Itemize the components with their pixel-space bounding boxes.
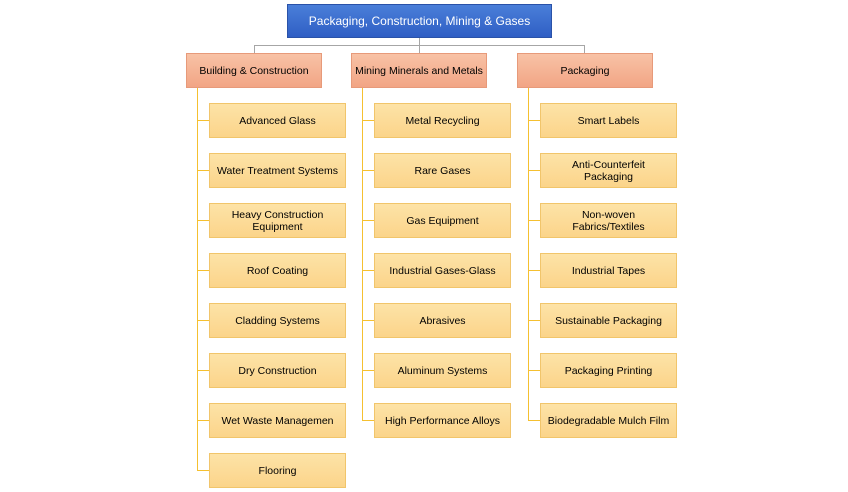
subcategory-node: Wet Waste Managemen	[209, 403, 346, 438]
subcategory-node: Industrial Tapes	[540, 253, 677, 288]
connector-horizontal	[362, 120, 374, 121]
subcategory-node: Biodegradable Mulch Film	[540, 403, 677, 438]
connector-root-mid	[419, 45, 420, 53]
subcategory-node: Dry Construction	[209, 353, 346, 388]
subcategory-node: Smart Labels	[540, 103, 677, 138]
connector-horizontal	[362, 220, 374, 221]
connector-horizontal	[197, 470, 209, 471]
subcategory-node: Industrial Gases-Glass	[374, 253, 511, 288]
connector-vertical	[197, 88, 198, 470]
subcategory-node: Aluminum Systems	[374, 353, 511, 388]
connector-horizontal	[528, 220, 540, 221]
connector-vertical	[528, 88, 529, 420]
connector-horizontal	[528, 420, 540, 421]
subcategory-node: Abrasives	[374, 303, 511, 338]
connector-horizontal	[362, 270, 374, 271]
subcategory-node: Sustainable Packaging	[540, 303, 677, 338]
subcategory-node: Anti-Counterfeit Packaging	[540, 153, 677, 188]
connector-horizontal	[528, 170, 540, 171]
subcategory-node: Rare Gases	[374, 153, 511, 188]
connector-horizontal	[528, 370, 540, 371]
connector-vertical	[362, 88, 363, 420]
subcategory-node: Non-woven Fabrics/Textiles	[540, 203, 677, 238]
connector-root-stem	[419, 38, 420, 46]
connector-horizontal	[197, 170, 209, 171]
connector-horizontal	[197, 370, 209, 371]
connector-horizontal	[528, 270, 540, 271]
subcategory-node: Water Treatment Systems	[209, 153, 346, 188]
connector-horizontal	[197, 320, 209, 321]
subcategory-node: Gas Equipment	[374, 203, 511, 238]
subcategory-node: Roof Coating	[209, 253, 346, 288]
connector-horizontal	[197, 270, 209, 271]
connector-horizontal	[197, 420, 209, 421]
connector-horizontal	[362, 320, 374, 321]
subcategory-node: Metal Recycling	[374, 103, 511, 138]
connector-horizontal	[528, 320, 540, 321]
connector-horizontal	[362, 170, 374, 171]
connector-horizontal	[362, 420, 374, 421]
subcategory-node: Advanced Glass	[209, 103, 346, 138]
connector-root-right	[584, 45, 585, 53]
category-node: Mining Minerals and Metals	[351, 53, 487, 88]
connector-root-left	[254, 45, 255, 53]
connector-horizontal	[362, 370, 374, 371]
subcategory-node: Cladding Systems	[209, 303, 346, 338]
category-node: Building & Construction	[186, 53, 322, 88]
subcategory-node: Packaging Printing	[540, 353, 677, 388]
root-node: Packaging, Construction, Mining & Gases	[287, 4, 552, 38]
connector-horizontal	[528, 120, 540, 121]
subcategory-node: High Performance Alloys	[374, 403, 511, 438]
subcategory-node: Heavy Construction Equipment	[209, 203, 346, 238]
subcategory-node: Flooring	[209, 453, 346, 488]
connector-horizontal	[197, 220, 209, 221]
category-node: Packaging	[517, 53, 653, 88]
connector-horizontal	[197, 120, 209, 121]
